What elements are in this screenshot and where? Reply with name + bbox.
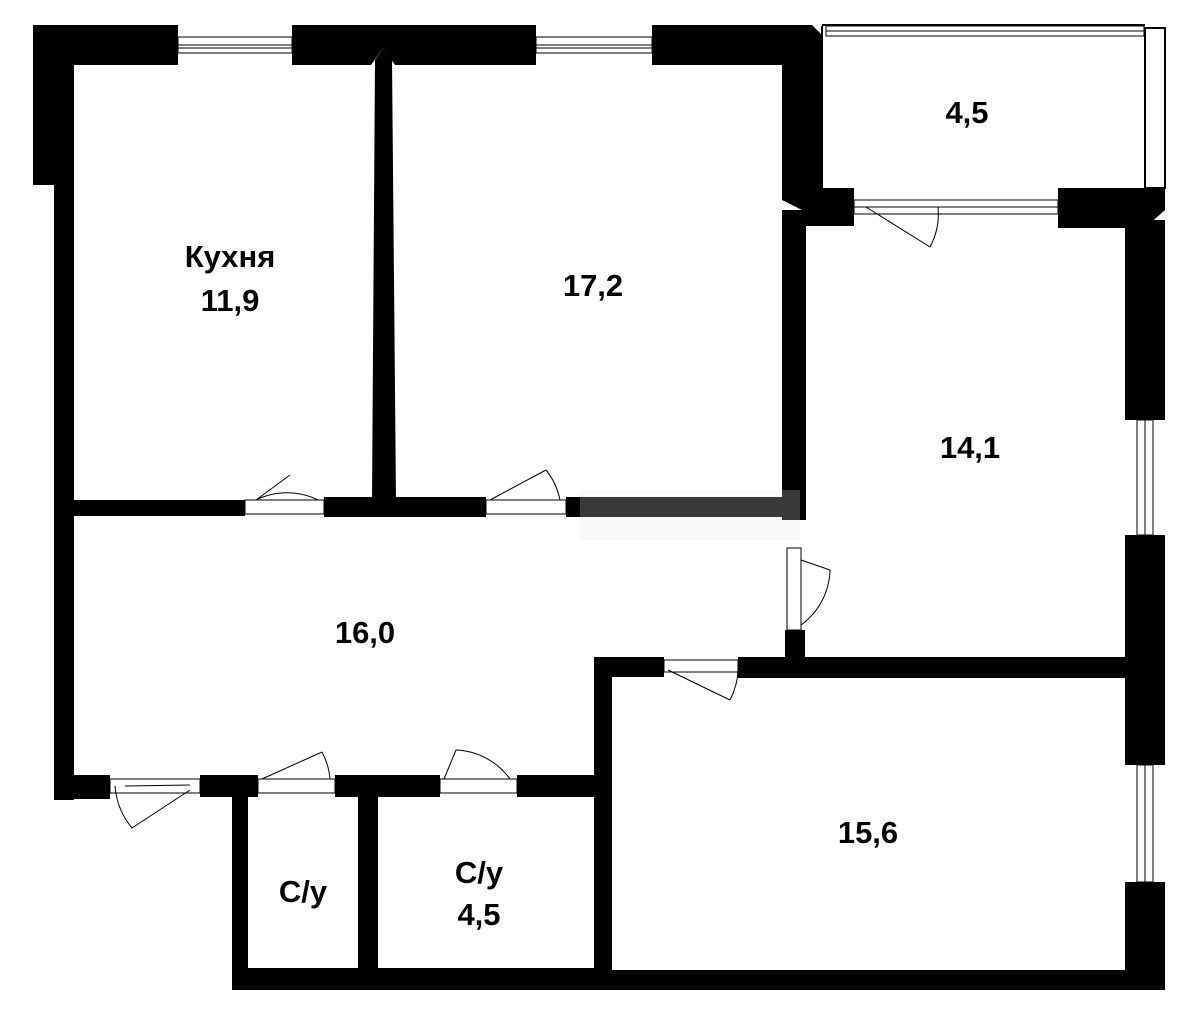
wall-balcony-top-thin [822, 24, 1145, 26]
window-room-156 [1136, 764, 1154, 883]
wall-hall-bottom-a [200, 775, 258, 797]
door-wc-small [257, 751, 336, 794]
door-balcony [865, 206, 939, 248]
windows [177, 25, 1154, 883]
walls [33, 24, 1166, 990]
wall-hall-top-right [566, 497, 806, 517]
room-labels: Кухня 11,9 17,2 4,5 14,1 16,0 15,6 С/у С… [185, 95, 1000, 932]
wall-top-mid-left [292, 25, 536, 65]
doors [109, 206, 939, 829]
room-label-kitchen-area: 11,9 [201, 283, 260, 318]
wall-kitchen-bottom [54, 500, 245, 516]
wall-141-156 [738, 657, 1140, 678]
door-entrance [109, 778, 201, 829]
wall-balcony-bottom-right [1058, 188, 1165, 228]
room-label-wc-large-area: 4,5 [457, 897, 500, 932]
room-label-172-area: 17,2 [563, 268, 623, 303]
watermark-logo [580, 490, 800, 540]
door-room-172 [485, 469, 567, 515]
wall-hall-bottom-c [517, 775, 595, 797]
room-label-kitchen-name: Кухня [185, 239, 276, 274]
wall-left-outer [54, 185, 74, 800]
door-kitchen [244, 474, 325, 515]
door-room-156 [663, 659, 739, 701]
wall-left-bottom-stub [54, 775, 110, 799]
wall-divider-172-141 [782, 210, 806, 520]
wall-top-left-corner [33, 25, 178, 185]
room-label-141-area: 14,1 [940, 430, 1000, 465]
window-balcony-door [853, 199, 1059, 215]
window-kitchen [177, 36, 293, 54]
wall-kitchen-divider [372, 48, 396, 515]
room-label-hall-area: 16,0 [335, 615, 395, 650]
wall-hall-156-divider [594, 657, 612, 987]
room-label-wc-small-name: С/у [279, 874, 328, 909]
wall-141-156-stub [738, 657, 805, 669]
wall-wc-left [232, 782, 248, 990]
wall-hall-bottom-b [335, 775, 440, 797]
wall-balcony-bottom-left [802, 188, 854, 226]
window-room-141 [1136, 419, 1154, 536]
wall-bottom-outer [232, 970, 1165, 990]
window-balcony-top [825, 25, 1145, 37]
wall-top-right [652, 25, 822, 210]
wall-right-outer-top [1125, 220, 1165, 420]
window-room-172 [535, 36, 653, 54]
wall-right-outer-mid [1125, 535, 1165, 765]
door-room-141 [786, 547, 831, 631]
wall-hall-top-mid [324, 497, 486, 517]
wall-balcony-right-thin [1144, 27, 1166, 189]
room-label-156-area: 15,6 [838, 815, 898, 850]
room-label-balcony-area: 4,5 [945, 95, 988, 130]
wall-wc-divider [358, 782, 378, 985]
room-label-wc-large-name: С/у [455, 855, 504, 890]
door-wc-large [439, 749, 518, 794]
